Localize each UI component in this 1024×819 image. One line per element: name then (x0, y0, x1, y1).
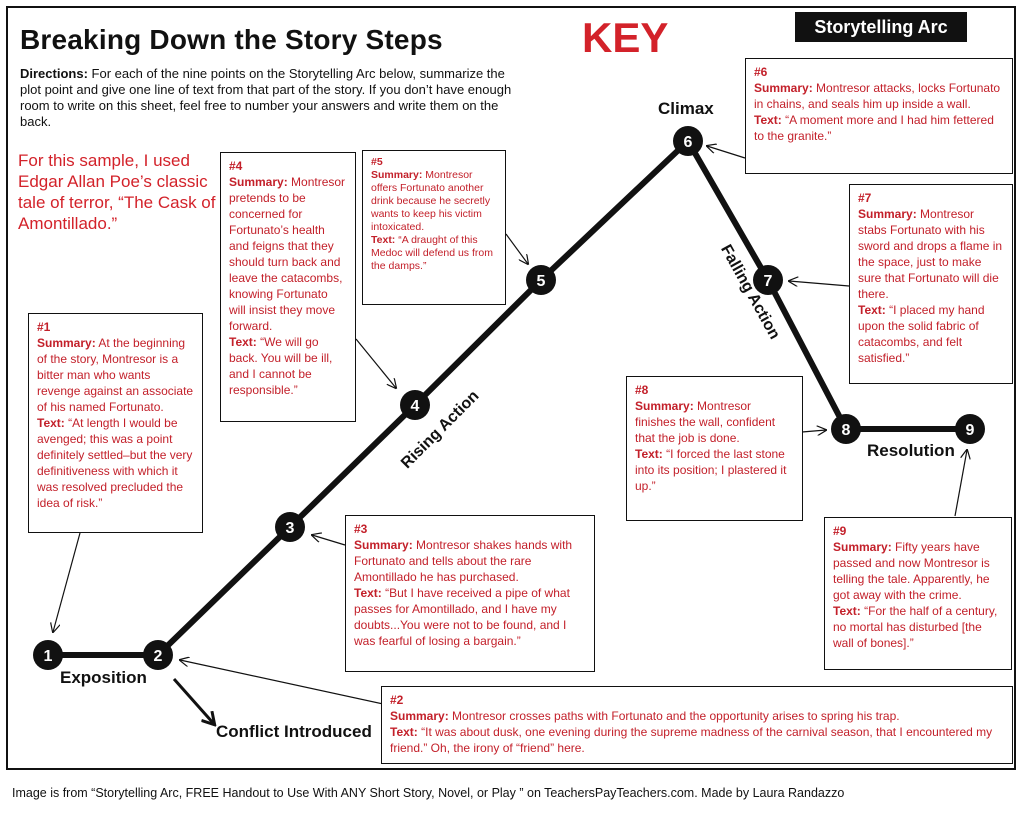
text-label: Text: (37, 416, 65, 430)
box-number: #1 (37, 320, 51, 334)
arrow-box6 (707, 146, 746, 159)
page-title: Breaking Down the Story Steps (20, 24, 443, 55)
page-frame (6, 6, 1016, 770)
quote-text: “A draught of this Medoc will defend us … (371, 234, 493, 272)
text-label: Text: (833, 604, 861, 618)
summary-text: At the beginning of the story, Montresor… (37, 336, 194, 414)
text-label: Text: (354, 586, 382, 600)
quote-text: “For the half of a century, no mortal ha… (833, 604, 998, 650)
summary-label: Summary: (858, 207, 917, 221)
summary-text: Montresor stabs Fortunato with his sword… (858, 207, 1003, 301)
text-label: Text: (229, 335, 257, 349)
box-point-5: #5 Summary: Montresor offers Fortunato a… (362, 150, 506, 305)
box-number: #2 (390, 693, 404, 707)
stage-exposition: Exposition (60, 668, 147, 687)
box-number: #7 (858, 191, 872, 205)
directions: Directions: For each of the nine points … (20, 66, 515, 130)
quote-text: “We will go back. You will be ill, and I… (229, 335, 333, 397)
arrow-box9 (954, 450, 967, 517)
svg-text:4: 4 (411, 398, 420, 415)
point-1: 1 (33, 640, 63, 670)
story-arc-diagram: 1 2 3 4 5 6 7 8 9 (33, 126, 985, 780)
arrow-box3 (312, 535, 346, 546)
box-point-7: #7 Summary: Montresor stabs Fortunato wi… (849, 184, 1013, 384)
point-6: 6 (673, 126, 703, 156)
svg-text:9: 9 (966, 422, 975, 439)
arrow-box4 (355, 338, 396, 388)
point-3: 3 (275, 512, 305, 542)
summary-text: Montresor pretends to be concerned for F… (229, 175, 346, 333)
arrow-box2 (180, 660, 389, 706)
box-number: #9 (833, 524, 847, 538)
summary-text: Montresor shakes hands with Fortunato an… (354, 538, 573, 584)
arrow-box5 (505, 233, 528, 264)
quote-text: “I forced the last stone into its positi… (635, 447, 787, 493)
text-label: Text: (754, 113, 782, 127)
box-number: #4 (229, 159, 243, 173)
svg-text:1: 1 (44, 648, 53, 665)
summary-label: Summary: (229, 175, 288, 189)
svg-text:2: 2 (154, 648, 163, 665)
stage-climax: Climax (658, 99, 714, 118)
summary-text: Fifty years have passed and now Montreso… (833, 540, 990, 602)
arrow-box7 (789, 281, 850, 286)
point-5: 5 (526, 265, 556, 295)
point-8: 8 (831, 414, 861, 444)
box-number: #3 (354, 522, 368, 536)
summary-label: Summary: (37, 336, 96, 350)
arrow-box1 (53, 532, 81, 632)
box-point-8: #8 Summary: Montresor finishes the wall,… (626, 376, 803, 521)
box-point-1: #1 Summary: At the beginning of the stor… (28, 313, 203, 533)
quote-text: “At length I would be avenged; this was … (37, 416, 193, 510)
box-point-6: #6 Summary: Montresor attacks, locks For… (745, 58, 1013, 174)
svg-text:3: 3 (286, 520, 295, 537)
quote-text: “I placed my hand upon the solid fabric … (858, 303, 985, 365)
box-point-2: #2 Summary: Montresor crosses paths with… (381, 686, 1013, 764)
quote-text: “It was about dusk, one evening during t… (390, 725, 993, 755)
summary-label: Summary: (371, 169, 423, 181)
text-label: Text: (635, 447, 663, 461)
svg-text:6: 6 (684, 134, 693, 151)
text-label: Text: (858, 303, 886, 317)
box-number: #8 (635, 383, 649, 397)
summary-label: Summary: (635, 399, 694, 413)
point-4: 4 (400, 390, 430, 420)
summary-label: Summary: (833, 540, 892, 554)
directions-text: For each of the nine points on the Story… (20, 66, 512, 129)
sample-note: For this sample, I used Edgar Allan Poe’… (18, 151, 216, 233)
svg-text:7: 7 (764, 273, 773, 290)
summary-text: Montresor offers Fortunato another drink… (371, 169, 491, 233)
key-label: KEY (582, 14, 669, 61)
storytelling-arc-tag: Storytelling Arc (795, 12, 967, 42)
summary-label: Summary: (354, 538, 413, 552)
summary-text: Montresor finishes the wall, confident t… (635, 399, 776, 445)
point-2: 2 (143, 640, 173, 670)
directions-label: Directions: (20, 66, 88, 81)
stage-conflict-introduced: Conflict Introduced (216, 722, 372, 741)
summary-text: Montresor attacks, locks Fortunato in ch… (754, 81, 1001, 111)
box-number: #6 (754, 65, 768, 79)
text-label: Text: (371, 234, 396, 246)
summary-label: Summary: (390, 709, 449, 723)
box-point-3: #3 Summary: Montresor shakes hands with … (345, 515, 595, 672)
image-credit: Image is from “Storytelling Arc, FREE Ha… (12, 786, 845, 800)
text-label: Text: (390, 725, 418, 739)
box-point-9: #9 Summary: Fifty years have passed and … (824, 517, 1012, 670)
svg-text:8: 8 (842, 422, 851, 439)
point-9: 9 (955, 414, 985, 444)
stage-resolution: Resolution (867, 441, 955, 460)
summary-text: Montresor crosses paths with Fortunato a… (452, 709, 900, 723)
quote-text: “But I have received a pipe of what pass… (354, 586, 570, 648)
arrow-box8 (801, 430, 826, 432)
summary-label: Summary: (754, 81, 813, 95)
svg-text:5: 5 (537, 273, 546, 290)
box-number: #5 (371, 156, 383, 168)
conflict-arrow (172, 678, 214, 724)
box-point-4: #4 Summary: Montresor pretends to be con… (220, 152, 356, 422)
quote-text: “A moment more and I had him fettered to… (754, 113, 994, 143)
point-7: 7 (753, 265, 783, 295)
